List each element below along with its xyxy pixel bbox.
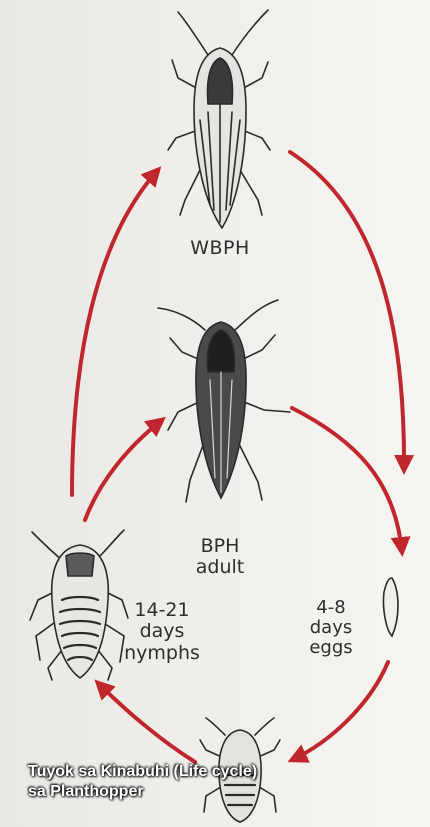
diagram-caption: Tuyok sa Kinabuhi (Life cycle) sa Planth… xyxy=(28,762,328,802)
bph-label-line2: adult xyxy=(180,557,260,578)
bph-adult-label: BPH adult xyxy=(180,536,260,579)
wbph-label: WBPH xyxy=(175,238,265,259)
caption-line2: sa Planthopper xyxy=(28,782,328,802)
nymphs-label-line2: days xyxy=(118,621,206,642)
nymphs-label: 14-21 days nymphs xyxy=(118,600,206,664)
eggs-label: 4-8 days eggs xyxy=(296,598,366,658)
eggs-label-line2: days xyxy=(296,618,366,638)
caption-line1: Tuyok sa Kinabuhi (Life cycle) xyxy=(28,762,328,782)
eggs-label-line1: 4-8 xyxy=(296,598,366,618)
eggs-label-line3: eggs xyxy=(296,638,366,658)
nymphs-label-line1: 14-21 xyxy=(118,600,206,621)
bph-label-line1: BPH xyxy=(180,536,260,557)
nymphs-label-line3: nymphs xyxy=(118,643,206,664)
